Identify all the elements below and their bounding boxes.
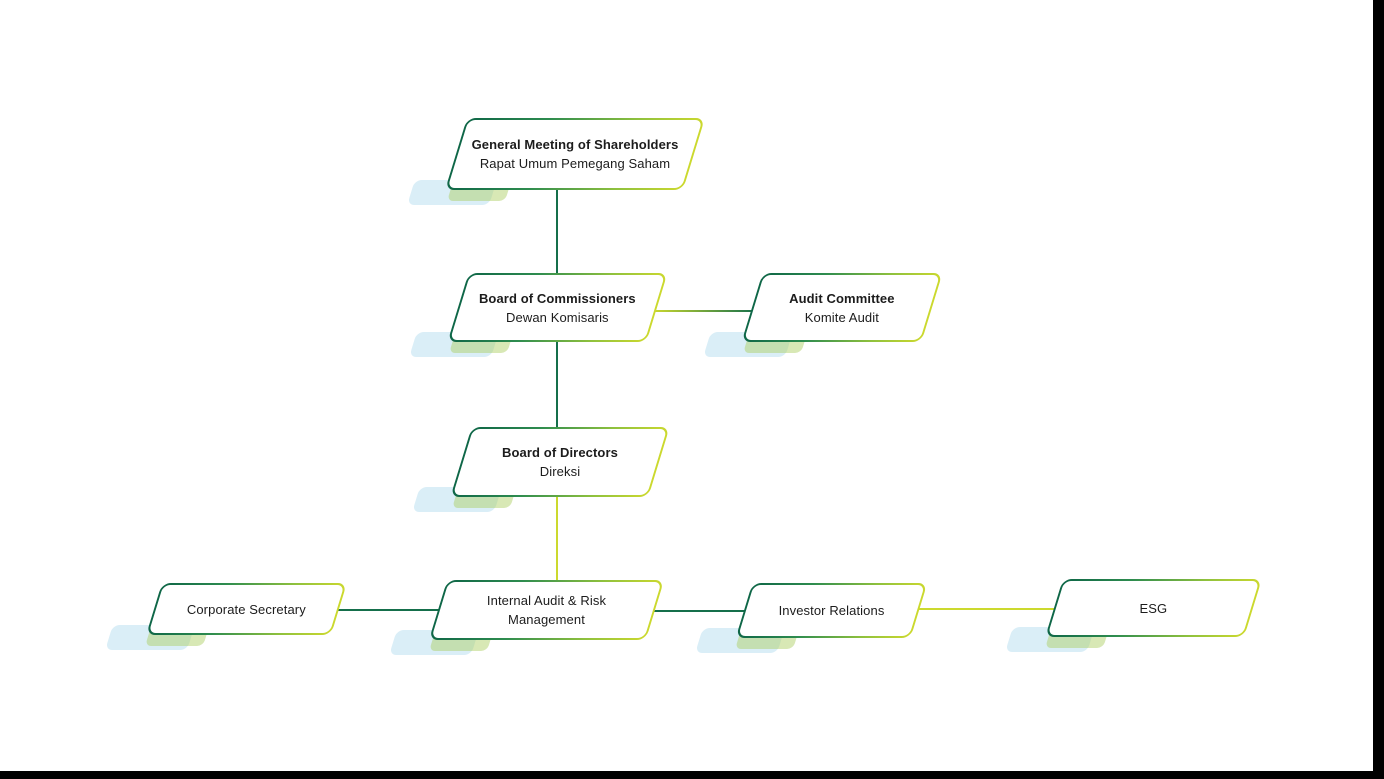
node-label-en: Investor Relations [778, 603, 885, 618]
node-label-id: Rapat Umum Pemegang Saham [479, 156, 671, 171]
node-outline: Investor Relations [735, 583, 928, 638]
node-esg: ESG [1005, 579, 1262, 652]
node-label-id: Dewan Komisaris [506, 309, 609, 325]
node-outline: ESG [1045, 579, 1262, 637]
connector-boc-to-audit [652, 310, 756, 312]
node-outline: Board of Commissioners Dewan Komisaris [447, 273, 668, 342]
node-label-en: Corporate Secretary [187, 601, 306, 617]
node-audit-committee: Audit Committee Komite Audit [703, 273, 943, 357]
node-board-of-commissioners: Board of Commissioners Dewan Komisaris [409, 273, 668, 357]
node-outline: Audit Committee Komite Audit [741, 273, 943, 342]
connector-gms-to-boc [556, 189, 558, 274]
node-label-id: Direksi [539, 464, 581, 479]
node-general-meeting-of-shareholders: General Meeting of Shareholders Rapat Um… [407, 118, 706, 205]
node-corporate-secretary: Corporate Secretary [105, 583, 347, 650]
node-label-en: Board of Commissioners [479, 290, 636, 306]
node-internal-audit-risk-management: Internal Audit & Risk Management [389, 580, 665, 655]
node-board-of-directors: Board of Directors Direksi [412, 427, 670, 512]
node-label-en: Board of Directors [502, 445, 618, 460]
connector-boc-to-bod [556, 341, 558, 428]
connector-iarm-to-ir [652, 610, 746, 612]
node-outline: General Meeting of Shareholders Rapat Um… [444, 118, 706, 190]
node-label-en: General Meeting of Shareholders [471, 137, 679, 152]
connector-ir-to-esg [916, 608, 1056, 610]
connector-corpsec-to-iarm [336, 609, 440, 611]
node-label-id: Komite Audit [804, 309, 880, 325]
node-label-en: Internal Audit & Risk Management [486, 593, 607, 627]
node-outline: Board of Directors Direksi [450, 427, 670, 497]
screen-edge-bar-bottom [0, 771, 1384, 779]
connector-bod-to-iarm [556, 496, 558, 581]
node-label-en: ESG [1139, 600, 1168, 616]
node-label-en: Audit Committee [789, 290, 895, 306]
screen-edge-bar-right [1373, 0, 1384, 779]
node-investor-relations: Investor Relations [695, 583, 928, 653]
node-outline: Internal Audit & Risk Management [428, 580, 665, 640]
node-outline: Corporate Secretary [146, 583, 347, 635]
